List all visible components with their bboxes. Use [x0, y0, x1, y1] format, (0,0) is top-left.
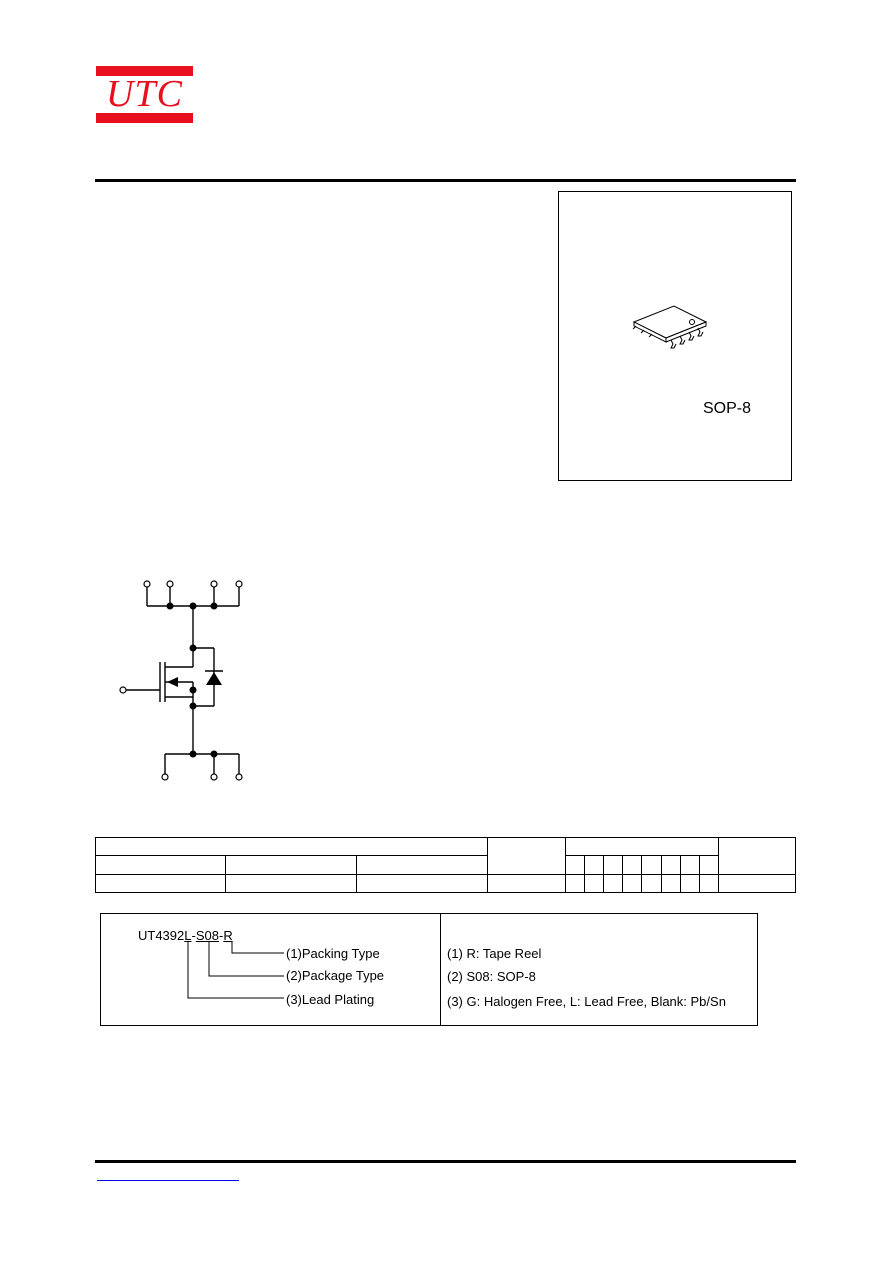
decode-leader-lines: [187, 942, 284, 999]
field-lead-plating: (3)Lead Plating: [286, 992, 375, 1007]
table-pin-divider: [622, 855, 623, 893]
table-col-divider: [487, 837, 488, 893]
part-separator: -: [191, 928, 196, 943]
logo-band: [96, 76, 193, 113]
note-body: S08: SOP-8: [462, 969, 536, 984]
note-lead-plating: (3) G: Halogen Free, L: Lead Free, Blank…: [447, 994, 726, 1009]
table-pin-divider: [661, 855, 662, 893]
note-body: G: Halogen Free, L: Lead Free, Blank: Pb…: [462, 994, 726, 1009]
table-pin-divider: [680, 855, 681, 893]
part-package-code: S08: [195, 928, 219, 943]
part-number-decode-box: [100, 913, 758, 1026]
field-packing-type: (1)Packing Type: [286, 946, 380, 961]
note-package: (2) S08: SOP-8: [447, 969, 536, 984]
sop8-package-icon: [632, 305, 708, 349]
table-col-divider: [565, 837, 566, 893]
note-code: (3): [447, 994, 463, 1009]
note-body: R: Tape Reel: [462, 946, 542, 961]
part-lead-code: L: [184, 928, 192, 943]
note-packing: (1) R: Tape Reel: [447, 946, 541, 961]
table-col-divider: [225, 855, 226, 893]
table-pin-divider: [699, 855, 700, 893]
part-number-example: UT4392L-S08-R: [138, 928, 233, 943]
part-separator: -: [218, 928, 224, 943]
logo-text: UTC: [106, 73, 183, 115]
table-rule: [95, 855, 487, 856]
website-link[interactable]: [97, 1168, 239, 1181]
header-rule: [95, 179, 796, 182]
ordering-table: [95, 837, 796, 893]
package-label: SOP-8: [703, 400, 752, 417]
note-code: (1): [447, 946, 463, 961]
footer-rule: [95, 1160, 796, 1163]
mosfet-schematic: [119, 580, 243, 781]
field-package-type: (2)Package Type: [286, 968, 385, 983]
part-base: UT4392: [138, 928, 185, 943]
decode-divider: [440, 913, 441, 1026]
part-packing-code: R: [223, 928, 233, 943]
table-frame: [95, 837, 796, 893]
table-col-divider: [718, 837, 719, 893]
table-col-divider: [356, 855, 357, 893]
package-box: [558, 191, 792, 481]
table-pin-divider: [584, 855, 585, 893]
utc-logo: UTC: [96, 66, 193, 123]
table-pin-divider: [641, 855, 642, 893]
table-rule: [95, 874, 796, 875]
note-code: (2): [447, 969, 463, 984]
table-pin-divider: [603, 855, 604, 893]
